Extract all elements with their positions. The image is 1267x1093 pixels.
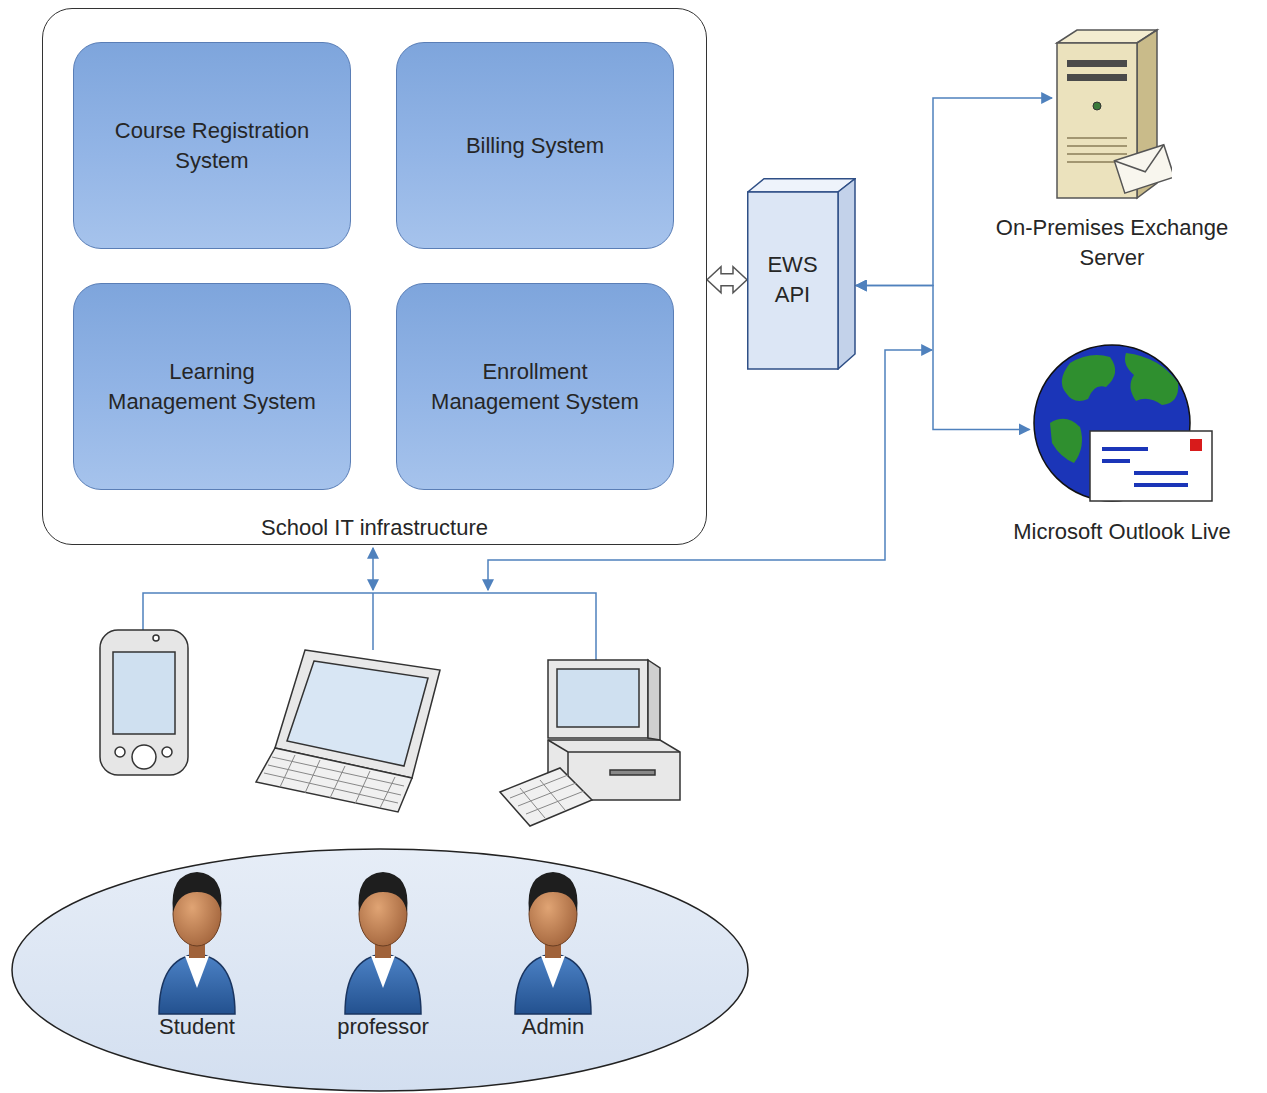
system-box: Billing System [396, 42, 674, 249]
person-icon [341, 862, 425, 1018]
system-box: Learning Management System [73, 283, 351, 490]
cloud-mail-node: Microsoft Outlook Live [992, 343, 1252, 548]
node-label: On-Premises Exchange Server [981, 213, 1243, 272]
user-node: Admin [488, 862, 618, 1072]
server-node: On-Premises Exchange Server [977, 28, 1247, 268]
pda-device [100, 630, 188, 775]
globe-mail-icon [1030, 343, 1215, 503]
system-box: Course Registration System [73, 42, 351, 249]
desktop-computer [500, 660, 680, 826]
node-label: Microsoft Outlook Live [1013, 517, 1231, 547]
double-block-arrow [707, 267, 747, 293]
node-label: Course Registration System [105, 116, 319, 175]
node-label: School IT infrastructure [261, 513, 488, 544]
node-label: Admin [522, 1012, 584, 1042]
server-icon [1052, 28, 1172, 203]
api-box: EWS API [747, 178, 856, 370]
node-label: Billing System [466, 131, 604, 161]
user-group-ellipse [12, 849, 748, 1091]
system-box: Enrollment Management System [396, 283, 674, 490]
node-label: Enrollment Management System [428, 357, 642, 416]
node-label: EWS API [763, 250, 823, 309]
node-label: Learning Management System [105, 357, 319, 416]
user-node: Student [132, 862, 262, 1072]
person-icon [511, 862, 595, 1018]
laptop-device [256, 650, 440, 812]
boundary-box: School IT infrastructure Course Registrat… [42, 8, 707, 545]
person-icon [155, 862, 239, 1018]
node-label: professor [337, 1012, 429, 1042]
connector-arrow [856, 286, 1030, 430]
user-node: professor [318, 862, 448, 1072]
node-label: Student [159, 1012, 235, 1042]
connector-arrow [856, 98, 1052, 286]
